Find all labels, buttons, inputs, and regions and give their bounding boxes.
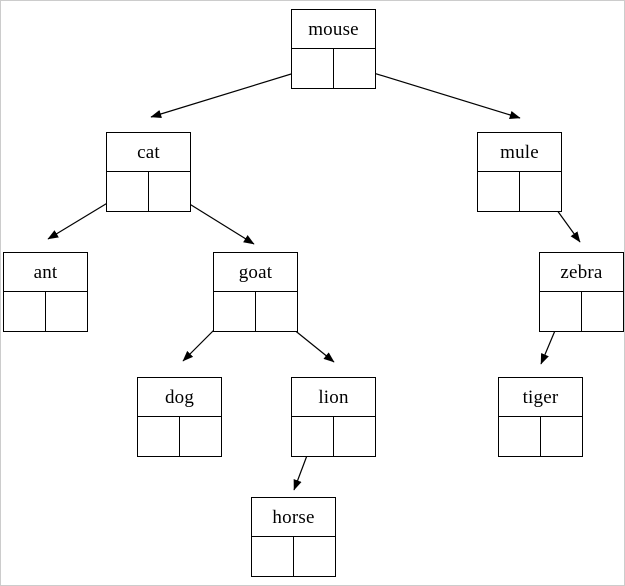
tree-node-right-pointer-cat — [149, 172, 191, 211]
tree-node-left-pointer-mouse — [292, 49, 334, 88]
tree-edge-mouse-to-mule — [353, 66, 521, 120]
tree-node-right-pointer-tiger — [541, 417, 583, 456]
tree-node-pointers-zebra — [540, 292, 623, 331]
tree-node-label-cat: cat — [107, 133, 190, 172]
tree-node-label-horse: horse — [252, 498, 335, 537]
tree-node-goat[interactable]: goat — [213, 252, 298, 332]
tree-node-left-pointer-tiger — [499, 417, 541, 456]
tree-node-right-pointer-ant — [46, 292, 88, 331]
tree-node-pointers-dog — [138, 417, 221, 456]
tree-node-label-mule: mule — [478, 133, 561, 172]
tree-node-right-pointer-zebra — [582, 292, 624, 331]
tree-node-left-pointer-goat — [214, 292, 256, 331]
tree-node-pointers-ant — [4, 292, 87, 331]
tree-node-left-pointer-ant — [4, 292, 46, 331]
tree-node-horse[interactable]: horse — [251, 497, 336, 577]
tree-node-label-mouse: mouse — [292, 10, 375, 49]
tree-node-lion[interactable]: lion — [291, 377, 376, 457]
tree-node-tiger[interactable]: tiger — [498, 377, 583, 457]
tree-node-left-pointer-mule — [478, 172, 520, 211]
tree-node-right-pointer-dog — [180, 417, 222, 456]
tree-node-right-pointer-mule — [520, 172, 562, 211]
tree-node-cat[interactable]: cat — [106, 132, 191, 212]
tree-node-label-tiger: tiger — [499, 378, 582, 417]
tree-node-left-pointer-cat — [107, 172, 149, 211]
tree-node-label-zebra: zebra — [540, 253, 623, 292]
tree-node-pointers-mouse — [292, 49, 375, 88]
tree-node-mouse[interactable]: mouse — [291, 9, 376, 89]
tree-node-right-pointer-goat — [256, 292, 298, 331]
tree-node-pointers-cat — [107, 172, 190, 211]
tree-node-pointers-horse — [252, 537, 335, 576]
tree-node-pointers-lion — [292, 417, 375, 456]
tree-node-label-ant: ant — [4, 253, 87, 292]
tree-node-left-pointer-dog — [138, 417, 180, 456]
tree-node-label-dog: dog — [138, 378, 221, 417]
tree-node-mule[interactable]: mule — [477, 132, 562, 212]
tree-node-left-pointer-lion — [292, 417, 334, 456]
tree-node-zebra[interactable]: zebra — [539, 252, 624, 332]
tree-node-right-pointer-mouse — [334, 49, 376, 88]
tree-edge-mouse-to-cat — [150, 66, 315, 119]
tree-node-dog[interactable]: dog — [137, 377, 222, 457]
tree-node-pointers-goat — [214, 292, 297, 331]
tree-node-ant[interactable]: ant — [3, 252, 88, 332]
tree-node-right-pointer-horse — [294, 537, 336, 576]
tree-node-left-pointer-horse — [252, 537, 294, 576]
tree-node-label-goat: goat — [214, 253, 297, 292]
tree-node-right-pointer-lion — [334, 417, 376, 456]
tree-node-pointers-mule — [478, 172, 561, 211]
tree-node-pointers-tiger — [499, 417, 582, 456]
tree-node-label-lion: lion — [292, 378, 375, 417]
tree-node-left-pointer-zebra — [540, 292, 582, 331]
